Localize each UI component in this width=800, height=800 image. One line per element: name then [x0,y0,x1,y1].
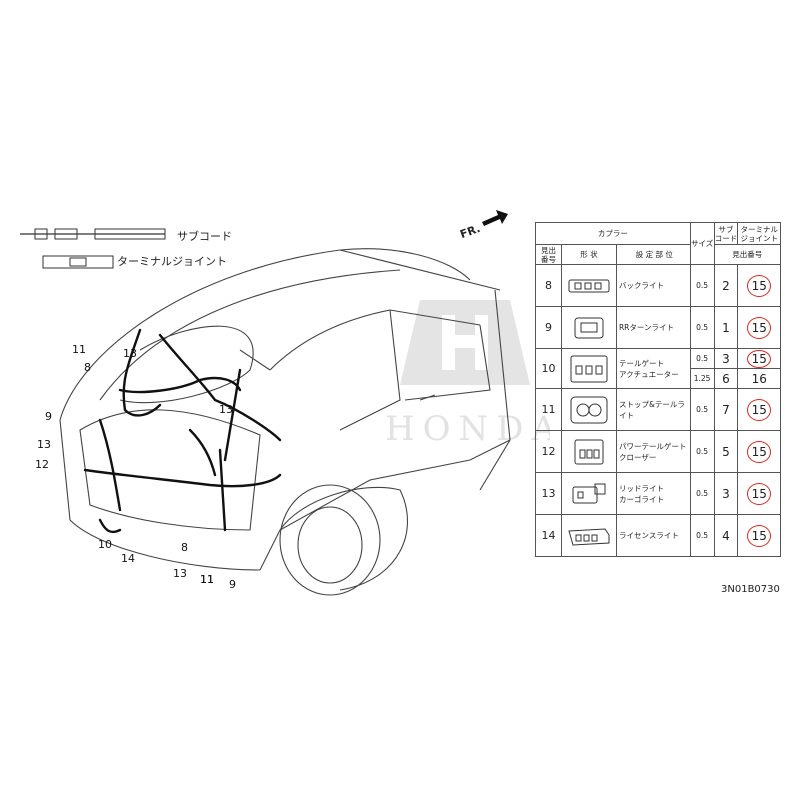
row-terminal-joint: 15 [747,482,772,505]
row-location: ライセンスライト [615,514,691,557]
legend-sub-code-label: サブコード [177,230,232,243]
callout-label: 8 [181,541,188,554]
row-sub-code: 7 [713,388,739,431]
row-location: パワーテールゲート クローザー [615,430,691,473]
table-row: 8 バックライト 0.5 2 15 [535,264,781,307]
connector-shape-icon [574,439,604,464]
connector-shape-icon [570,355,608,382]
header-shape: 形 状 [560,244,617,265]
callout-label: 13 [123,347,137,360]
document-code: 3N01B0730 [721,584,780,595]
row-sub-code: 4 [713,514,739,557]
vehicle-wiring-illustration [59,248,511,596]
table-row: 1.25 6 16 [536,368,781,389]
connector-shape-icon [574,317,604,338]
table-row: 11 ストップ&テールライト 0.5 7 15 [535,388,781,431]
callout-label: 10 [98,538,112,551]
header-callout-number: 見出番号 [713,244,782,265]
row-sub-code: 3 [713,472,739,515]
callout-label: 13 [173,567,187,580]
row-terminal-joint: 15 [747,524,772,547]
callout-label: 9 [229,578,236,591]
row-size: 0.5 [689,348,715,369]
honda-watermark-text: HONDA [385,409,550,449]
legend-terminal-joint-label: ターミナルジョイント [117,255,227,268]
header-terminal-joint: ターミナル ジョイント [737,222,781,245]
callout-label: 11 [72,343,86,356]
row-number: 12 [535,430,562,473]
callout-label: 11 [200,573,214,586]
row-sub-code: 5 [713,430,739,473]
callout-label: 12 [35,458,49,471]
honda-watermark: HONDA [385,300,550,449]
row-size: 0.5 [689,472,715,515]
header-callout-no: 見出 番号 [535,244,562,265]
connector-shape-icon [572,483,606,503]
table-row: 10 テールゲート アクチュエーター 0.5 3 15 [535,348,781,389]
row-number: 9 [535,306,562,349]
header-sub-code: サブ コード [713,222,739,245]
callout-label: 13 [37,438,51,451]
row-size: 1.25 [689,368,715,389]
header-location: 設 定 部 位 [615,244,691,265]
row-location: ストップ&テールライト [615,388,691,431]
header-coupler: カプラー [535,222,691,245]
row-size: 0.5 [689,430,715,473]
table-row: 14 ライセンスライト 0.5 4 15 [535,514,781,557]
header-size: サイズ [689,222,715,265]
callout-label: 11 [200,573,214,586]
connector-shape-icon [568,527,610,546]
row-size: 0.5 [689,514,715,557]
table-row: 12 パワーテールゲート クローザー 0.5 5 15 [535,430,781,473]
coupler-table: カプラー サイズ サブ コード ターミナル ジョイント 見出 番号 形 状 設 … [535,222,782,557]
legend-sub-code-symbol [20,228,166,269]
row-location: テールゲート アクチュエーター [615,348,691,389]
row-terminal-joint: 15 [747,316,772,339]
row-sub-code: 2 [713,264,739,307]
connector-shape-icon [570,396,608,423]
row-sub-code: 1 [713,306,739,349]
callout-label: 8 [84,361,91,374]
row-terminal-joint: 15 [747,274,772,297]
row-terminal-joint: 16 [737,368,781,389]
table-row: 13 リッドライト カーゴライト 0.5 3 15 [535,472,781,515]
row-size: 0.5 [689,264,715,307]
row-size: 0.5 [689,388,715,431]
row-location: バックライト [615,264,691,307]
row-terminal-joint: 15 [747,398,772,421]
row-number: 11 [535,388,562,431]
row-sub-code: 3 [713,348,739,369]
fr-arrow-icon [482,210,508,226]
row-number: 10 [535,348,562,389]
row-location: RRターンライト [615,306,691,349]
callout-label: 14 [121,552,135,565]
table-row: 9 RRターンライト 0.5 1 15 [535,306,781,349]
row-number: 8 [535,264,562,307]
connector-shape-icon [568,279,610,292]
callout-label: 9 [45,410,52,423]
row-sub-code: 6 [713,368,739,389]
row-terminal-joint: 15 [747,349,772,368]
row-size: 0.5 [689,306,715,349]
row-terminal-joint: 15 [747,440,772,463]
row-number: 14 [535,514,562,557]
callout-label: 13 [219,403,233,416]
row-number: 13 [535,472,562,515]
row-location: リッドライト カーゴライト [615,472,691,515]
